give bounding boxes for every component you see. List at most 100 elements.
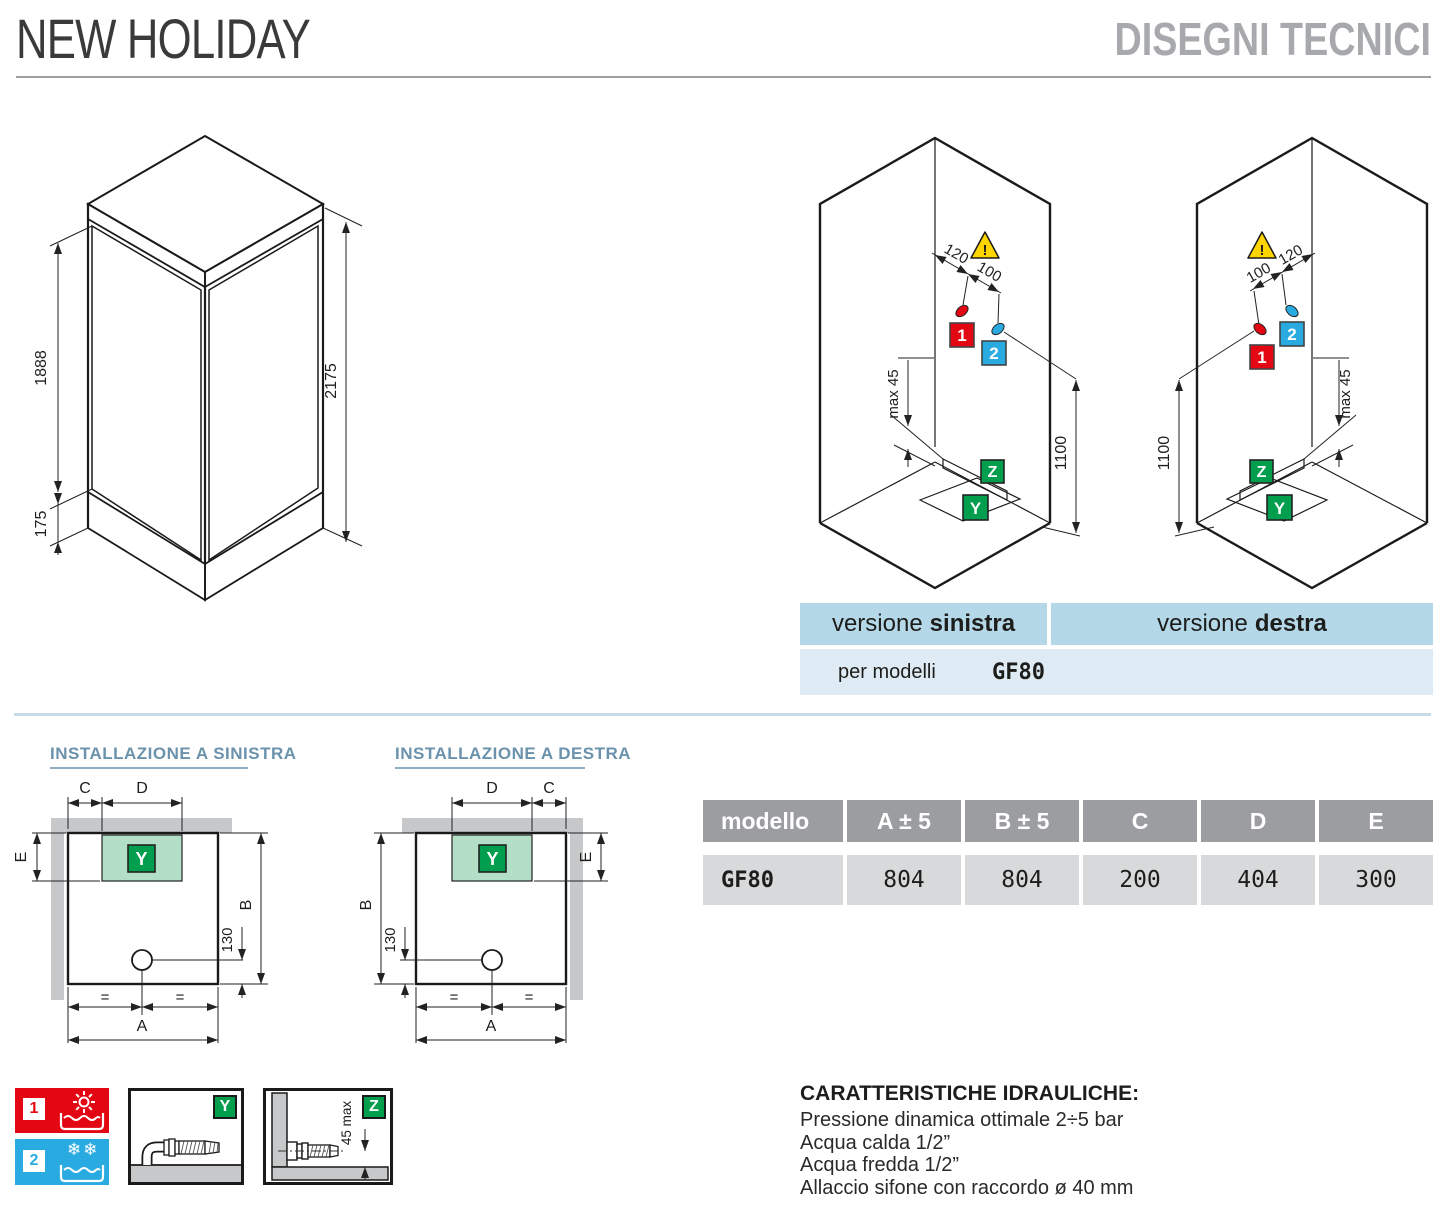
sun-icon: [73, 1091, 95, 1113]
warning-icon: [970, 231, 1000, 259]
cabin-glass-left: [91, 224, 202, 562]
cabin-edges: [86, 204, 325, 564]
cell-c: 200: [1083, 855, 1197, 905]
dim-e: E: [13, 852, 30, 863]
svg-text:Z: Z: [1257, 464, 1267, 481]
dim-b: B: [358, 900, 375, 911]
dim-130: 130: [219, 927, 236, 952]
cell-b: 804: [965, 855, 1079, 905]
cabin-glass-right: [208, 224, 319, 562]
drain-hole: [131, 949, 153, 971]
dim-b: B: [238, 900, 255, 911]
hot-water-point: [1253, 322, 1267, 336]
models-label: per modelli: [838, 660, 936, 683]
cabin-top-band-left: [87, 202, 206, 289]
hydraulics-line: Allaccio sifone con raccordo ø 40 mm: [800, 1176, 1134, 1199]
cell-d: 404: [1201, 855, 1315, 905]
dim-100: 100: [974, 258, 1004, 285]
dim-a: A: [486, 1018, 497, 1035]
wall-right: [570, 833, 583, 1000]
svg-text:2: 2: [989, 344, 998, 363]
cabin-isometric-drawing: 1888 175 2175: [33, 134, 363, 602]
dim-max45: max 45: [1337, 369, 1354, 418]
dim-d: D: [136, 780, 148, 797]
wall-drain-drawing: 45 max: [271, 1092, 389, 1181]
svg-text:Y: Y: [1274, 499, 1286, 518]
svg-text:Y: Y: [135, 849, 147, 869]
col-header-b: B ± 5: [965, 800, 1079, 842]
cell-e: 300: [1319, 855, 1433, 905]
y-badge: [1266, 494, 1293, 521]
iso-destra-drawing: 100 120 ! 1 2 1100 max 45 Z Y: [1156, 136, 1429, 590]
version-name: sinistra: [929, 610, 1016, 637]
z-badge: Z: [362, 1095, 386, 1119]
tray-area-y: [1225, 477, 1329, 522]
dim-tray-height: 175: [33, 511, 50, 538]
version-name: destra: [1254, 610, 1327, 637]
dim-120: 120: [941, 240, 971, 267]
dim-1100: 1100: [1156, 436, 1173, 471]
plan-left-drawing: INSTALLAZIONE A SINISTRA Y C D E B 130: [13, 744, 297, 1044]
version-right-bar: versione destra: [1051, 603, 1433, 645]
dim-total-height: 2175: [323, 363, 340, 399]
header-rule: [16, 76, 1431, 78]
plan-title: INSTALLAZIONE A SINISTRA: [50, 744, 297, 763]
col-header-modello: modello: [703, 800, 843, 842]
hot-badge: 1: [23, 1098, 45, 1120]
svg-text:1: 1: [957, 326, 966, 345]
hydraulics-title: CARATTERISTICHE IDRAULICHE:: [800, 1082, 1140, 1105]
extension-lines: [49, 207, 363, 547]
svg-text:Y: Y: [970, 499, 982, 518]
y-badge: Y: [213, 1095, 237, 1119]
cold-badge: [981, 340, 1007, 366]
wall-left: [51, 833, 64, 1000]
wall-top: [402, 818, 583, 833]
dim-c: C: [79, 780, 91, 797]
dim-max45: max 45: [885, 369, 902, 418]
equal-mark: =: [450, 989, 459, 1006]
cold-water-point: [1285, 304, 1299, 318]
warning-mark: !: [983, 242, 988, 259]
dimensions-table: modello A ± 5 B ± 5 C D E GF80 804 804 2…: [703, 800, 1433, 905]
dim-c: C: [543, 780, 555, 797]
y-badge: [962, 494, 989, 521]
version-left-bar: versione sinistra: [800, 603, 1047, 645]
dim-120: 120: [1276, 241, 1306, 268]
cabin-top-band-right: [204, 202, 324, 289]
hot-badge: [949, 322, 975, 348]
hot-basin-icon: [59, 1113, 105, 1131]
cold-basin-icon: [59, 1165, 105, 1183]
plan-title: INSTALLAZIONE A DESTRA: [395, 744, 631, 763]
cabin-top-face: [86, 134, 326, 274]
cell-model: GF80: [703, 855, 843, 905]
y-badge: [127, 844, 156, 873]
z-badge: [980, 459, 1005, 484]
equal-mark: =: [176, 989, 185, 1006]
table-row: GF80 804 804 200 404 300: [703, 855, 1433, 905]
warning-mark: !: [1260, 242, 1265, 259]
page-title: NEW HOLIDAY: [16, 7, 311, 70]
col-header-c: C: [1083, 800, 1197, 842]
col-header-e: E: [1319, 800, 1433, 842]
equal-mark: =: [101, 989, 110, 1006]
svg-text:2: 2: [1287, 325, 1296, 344]
hot-badge: [1249, 344, 1275, 370]
legend-z-drain-detail: 45 max Z: [263, 1088, 393, 1185]
hydraulics-line: Acqua calda 1/2”: [800, 1131, 951, 1154]
dim-130: 130: [382, 927, 399, 952]
hydraulic-characteristics: CARATTERISTICHE IDRAULICHE: Pressione di…: [800, 1082, 1420, 1199]
hydraulics-line: Pressione dinamica ottimale 2÷5 bar: [800, 1109, 1124, 1131]
floor-drain-drawing: [131, 1138, 241, 1182]
version-prefix: versione: [1157, 610, 1248, 637]
svg-text:1: 1: [1257, 348, 1266, 367]
tray-area-y: [918, 477, 1022, 522]
col-header-a: A ± 5: [847, 800, 961, 842]
version-prefix: versione: [831, 610, 923, 637]
svg-text:Y: Y: [486, 849, 498, 869]
drain-hole: [481, 949, 503, 971]
dim-glass-height: 1888: [33, 350, 50, 386]
snowflakes-icon: ❄❄: [67, 1140, 100, 1160]
legend-y-drain-detail: Y: [128, 1088, 244, 1185]
dim-45max: 45 max: [339, 1101, 354, 1146]
